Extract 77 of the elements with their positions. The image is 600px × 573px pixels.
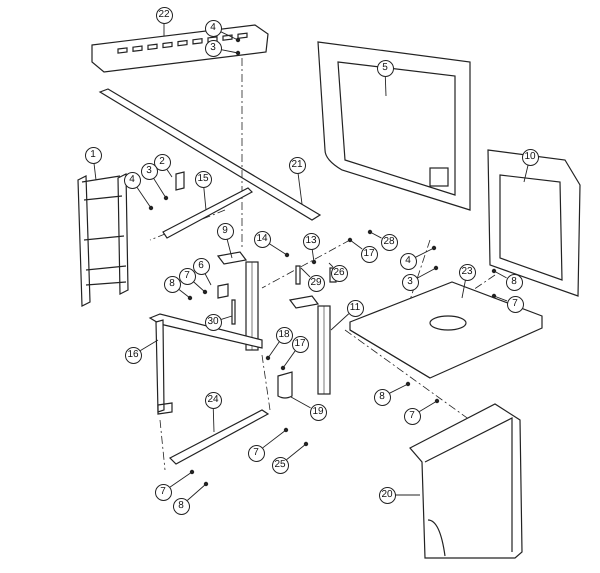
- callout-number: 2: [154, 154, 170, 170]
- callout-number: 9: [216, 222, 234, 240]
- callout-number: 7: [506, 296, 524, 312]
- leader-line: [417, 266, 438, 278]
- leader-line: [384, 76, 386, 96]
- leader-line: [178, 288, 192, 300]
- callout-number: 20: [378, 486, 396, 504]
- callout-number: 8: [506, 274, 522, 290]
- callout-number: 24: [204, 392, 222, 408]
- leader-line: [186, 482, 208, 501]
- callout-number: 1: [84, 146, 102, 164]
- leader-line: [280, 350, 296, 370]
- leader-line: [312, 248, 316, 264]
- callout-number: 7: [248, 444, 264, 462]
- leader-line: [415, 246, 436, 258]
- leader-line: [418, 398, 440, 412]
- callout-number: 10: [522, 148, 538, 166]
- callout-number: 3: [402, 274, 418, 290]
- leader-line: [204, 273, 212, 286]
- callout-number: 13: [302, 232, 320, 250]
- leader-line: [220, 31, 240, 42]
- callout-number: 26: [330, 264, 348, 282]
- callout-number: 8: [374, 388, 390, 406]
- leader-line: [220, 316, 232, 320]
- callout-number: 29: [308, 274, 324, 292]
- callout-number: 7: [404, 408, 420, 424]
- callout-number: 7: [178, 268, 196, 284]
- leader-line: [348, 238, 363, 250]
- leader-line: [212, 408, 214, 432]
- leader-line: [192, 281, 208, 294]
- callout-number: 8: [164, 276, 180, 292]
- callout-number: 28: [380, 234, 398, 250]
- callout-number: 17: [360, 246, 378, 262]
- leader-line: [94, 163, 96, 180]
- leader-line: [136, 186, 154, 210]
- leader-line: [170, 470, 194, 488]
- leader-line: [298, 172, 302, 204]
- callout-number: 30: [204, 314, 222, 330]
- leader-line: [462, 280, 466, 298]
- leader-line: [203, 187, 206, 210]
- leader-line: [330, 313, 350, 330]
- leader-line: [389, 382, 410, 394]
- callout-number: 3: [140, 162, 158, 180]
- leader-line: [226, 238, 232, 258]
- leader-line: [524, 164, 528, 182]
- callout-number: 22: [156, 6, 172, 24]
- leader-line: [395, 494, 420, 496]
- callout-number: 17: [292, 336, 308, 352]
- callout-number: 11: [346, 300, 364, 316]
- callout-number: 14: [254, 230, 270, 248]
- leader-line: [492, 294, 508, 302]
- leader-line: [266, 342, 280, 360]
- callout-number: 7: [154, 484, 172, 500]
- leader-line: [140, 340, 158, 352]
- leader-line: [262, 428, 288, 448]
- callout-number: 6: [192, 258, 210, 274]
- callout-number: 18: [276, 326, 292, 344]
- leader-line: [153, 178, 168, 200]
- callout-number: 19: [310, 404, 326, 420]
- leader-line: [286, 442, 308, 460]
- callout-number: 25: [272, 456, 288, 474]
- callout-number: 16: [124, 346, 142, 364]
- leader-line: [300, 268, 310, 278]
- leader-line: [368, 230, 382, 238]
- leader-line: [290, 396, 312, 408]
- leader-line: [220, 49, 240, 56]
- leader-line: [328, 262, 334, 268]
- callout-number: 4: [400, 252, 416, 270]
- leader-line: [166, 168, 172, 178]
- leader-line: [268, 243, 290, 258]
- callout-number: 4: [204, 20, 222, 36]
- callout-number: 21: [288, 156, 306, 174]
- callout-number: 23: [458, 264, 476, 280]
- callout-number: 15: [194, 170, 212, 188]
- callout-number: 4: [124, 172, 140, 188]
- leader-line: [492, 268, 507, 278]
- callout-number: 8: [172, 498, 190, 514]
